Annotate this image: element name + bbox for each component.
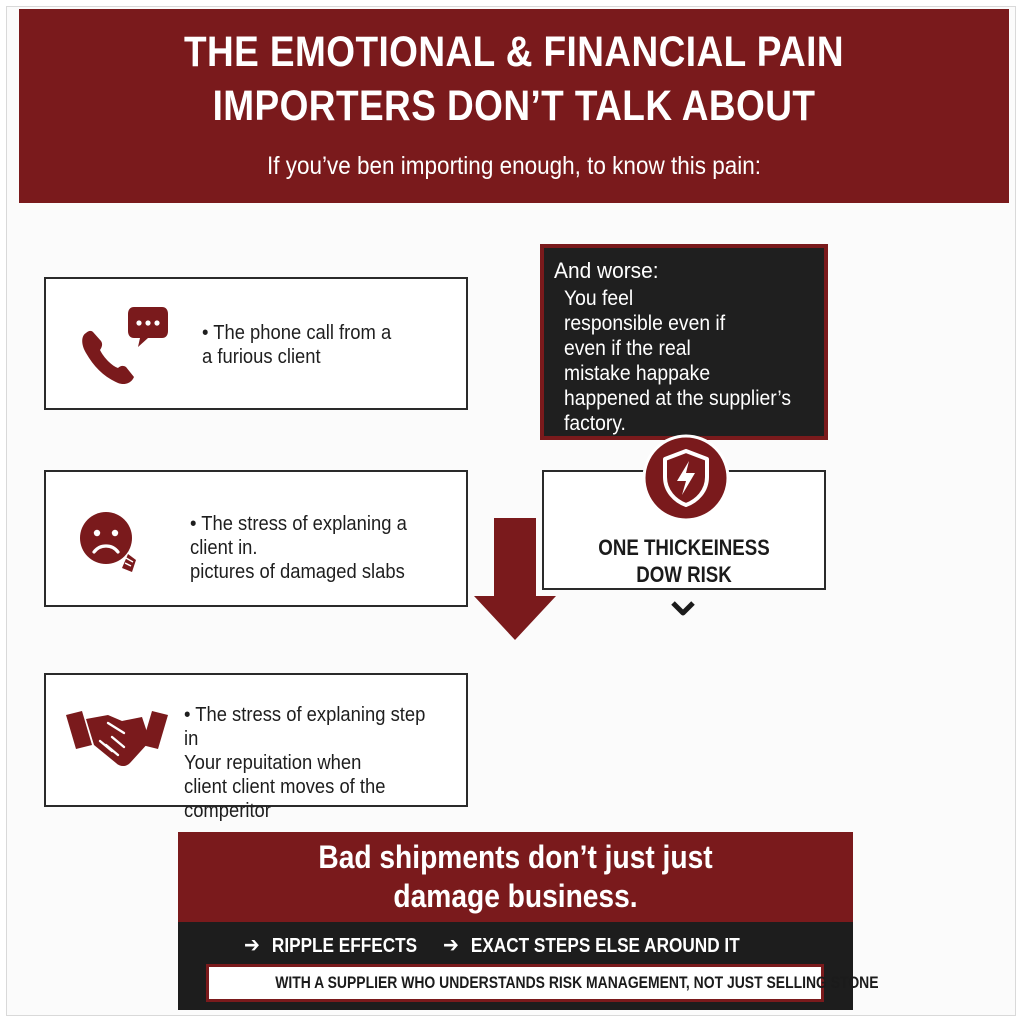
and-worse-callout: And worse: You feel responsible even if … bbox=[540, 244, 828, 440]
pain-item-text: • The phone call from a a furious client bbox=[202, 322, 392, 368]
shield-lightning-icon bbox=[642, 434, 730, 522]
footer-banner: Bad shipments don’t just just damage bus… bbox=[178, 832, 853, 922]
down-arrow-icon bbox=[474, 518, 556, 640]
ripple-label: RIPPLE EFFECTS bbox=[271, 935, 418, 957]
ripple-row: ➔ RIPPLE EFFECTS ➔ EXACT STEPS ELSE AROUND … bbox=[244, 930, 740, 960]
page-title: THE EMOTIONAL & FINANCIAL PAIN IMPORTERS… bbox=[183, 28, 845, 130]
risk-label: ONE THICKEINESS DOW RISK bbox=[598, 535, 770, 587]
bottom-tagline: WITH A SUPPLIER WHO UNDERSTANDS RISK MAN… bbox=[275, 973, 879, 992]
chevron-down-icon bbox=[671, 601, 695, 616]
footer-dark-band: ➔ RIPPLE EFFECTS ➔ EXACT STEPS ELSE AROUND … bbox=[178, 922, 879, 1010]
footer-title: Bad shipments don’t just just damage bus… bbox=[318, 839, 713, 914]
page-subtitle: If you’ve ben importing enough, to know … bbox=[266, 152, 762, 180]
pain-item-text: • The stress of explaning a client in. p… bbox=[190, 513, 407, 583]
right-arrow-icon: ➔ bbox=[244, 932, 260, 957]
pain-item-reputation: • The stress of explaning step in Your r… bbox=[44, 673, 468, 822]
handshake-icon bbox=[66, 711, 168, 766]
sad-face-icon bbox=[80, 512, 136, 572]
callout-text: You feel responsible even if even if the… bbox=[564, 287, 792, 435]
pain-item-stress: • The stress of explaning a client in. p… bbox=[44, 470, 468, 607]
ripple-label: EXACT STEPS ELSE AROUND IT bbox=[470, 935, 740, 957]
header-banner: THE EMOTIONAL & FINANCIAL PAIN IMPORTERS… bbox=[19, 9, 1009, 203]
pain-item-phone-call: • The phone call from a a furious client bbox=[44, 277, 468, 410]
callout-title: And worse: bbox=[554, 258, 659, 283]
right-arrow-icon: ➔ bbox=[442, 932, 459, 957]
phone-chat-icon bbox=[82, 307, 168, 385]
pain-item-text: • The stress of explaning step in Your r… bbox=[184, 704, 426, 822]
bottom-tagline-bar: WITH A SUPPLIER WHO UNDERSTANDS RISK MAN… bbox=[206, 964, 879, 1002]
